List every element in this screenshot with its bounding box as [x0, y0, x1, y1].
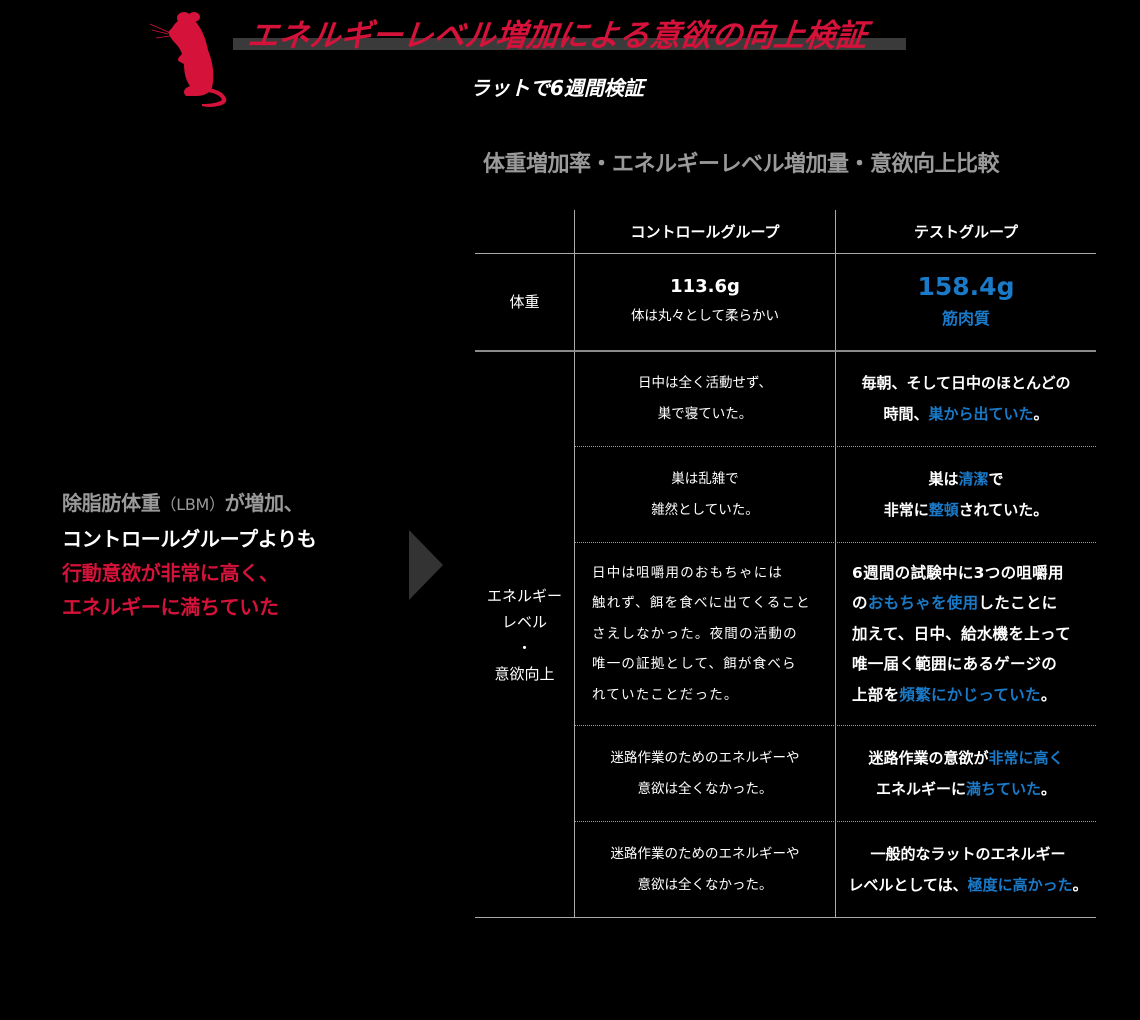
test-weight-cell: 158.4g 筋肉質 [836, 254, 1096, 350]
test-cell-1: 毎朝、そして日中のほとんどの 時間、巣から出ていた。 [836, 352, 1096, 446]
text-segment: されていた。 [958, 500, 1049, 519]
text-line: 巣で寝ていた。 [657, 406, 753, 422]
control-cell-5: 迷路作業のためのエネルギーや 意欲は全くなかった。 [575, 822, 835, 917]
text-segment: 上部を [852, 685, 900, 704]
row-label-energy-line: エネルギー [486, 586, 562, 605]
control-cell-2: 巣は乱雑で 雑然としていた。 [575, 447, 835, 542]
control-cell-1: 日中は全く活動せず、 巣で寝ていた。 [575, 352, 835, 446]
text-segment: 。 [1072, 875, 1088, 894]
row-label-energy-line: レベル [501, 612, 547, 631]
column-header-test: テストグループ [913, 223, 1019, 241]
column-header-control: コントロールグループ [630, 223, 780, 241]
table-row-divider [575, 725, 1096, 726]
control-cell-4: 迷路作業のためのエネルギーや 意欲は全くなかった。 [575, 726, 835, 821]
highlight-text: 満ちていた [965, 779, 1041, 798]
text-line: 時間、巣から出ていた。 [883, 399, 1048, 430]
highlight-text: 非常に高く [988, 748, 1064, 767]
text-line: 迷路作業のためのエネルギーや [610, 845, 800, 862]
text-segment: レベルとしては、 [848, 875, 968, 894]
row-label-energy-line: 意欲向上 [494, 664, 555, 683]
test-cell-2: 巣は清潔で 非常に整頓されていた。 [836, 447, 1096, 542]
text-segment: で [988, 469, 1004, 488]
rat-icon [149, 12, 227, 107]
table-row-divider [575, 821, 1096, 822]
summary-line-1-pre: 除脂肪体重 [62, 491, 161, 515]
test-cell-5: 一般的なラットのエネルギー レベルとしては、極度に高かった。 [836, 822, 1100, 917]
text-segment: エネルギーに [875, 779, 966, 798]
text-line: 巣は乱雑で [671, 470, 739, 487]
text-line: エネルギーに満ちていた。 [876, 774, 1056, 805]
control-weight-cell: 113.6g 体は丸々として柔らかい [575, 254, 835, 350]
text-line: 迷路作業のためのエネルギーや [610, 749, 800, 766]
table-header-divider [475, 253, 1096, 254]
text-line: 意欲は全くなかった。 [637, 876, 773, 893]
control-weight-value: 113.6g [670, 275, 740, 297]
table-row-divider [575, 542, 1096, 543]
text-line: 唯一届く範囲にあるゲージの [852, 655, 1058, 674]
test-cell-3: 6週間の試験中に3つの咀嚼用 のおもちゃを使用したことに 加えて、日中、給水機を… [852, 543, 1096, 725]
text-line: さえしなかった。夜間の活動の [592, 625, 798, 642]
text-line: 日中は全く活動せず、 [637, 375, 773, 391]
summary-line-1-post: が増加、 [224, 491, 304, 515]
highlight-text: おもちゃを使用 [867, 594, 979, 613]
arrow-right-icon [409, 530, 443, 600]
summary-line-1: 除脂肪体重（LBM）が増加、 [62, 486, 317, 522]
summary-line-2: コントロールグループよりも [62, 527, 317, 551]
page-title: エネルギーレベル増加による意欲の向上検証 [245, 18, 869, 54]
text-segment: の [852, 594, 868, 613]
text-line: レベルとしては、極度に高かった。 [848, 870, 1087, 901]
text-line: 巣は清潔で [928, 464, 1003, 495]
test-cell-4: 迷路作業の意欲が非常に高く エネルギーに満ちていた。 [836, 726, 1096, 821]
text-line: 加えて、日中、給水機を上って [852, 624, 1071, 643]
text-segment: 時間、 [883, 405, 929, 423]
text-segment: したことに [978, 594, 1058, 613]
title-underline-bar [233, 38, 906, 50]
summary-line-1-abbr: （LBM） [160, 495, 226, 514]
section-title: 体重増加率・エネルギーレベル増加量・意欲向上比較 [483, 152, 1000, 177]
row-label-weight: 体重 [509, 293, 540, 311]
highlight-text: 清潔 [958, 469, 989, 488]
text-segment: 。 [1041, 779, 1057, 798]
text-segment: 。 [1040, 685, 1057, 704]
highlight-text: 頻繁にかじっていた [899, 685, 1041, 704]
text-segment: 巣は [928, 469, 959, 488]
text-segment: 迷路作業の意欲が [868, 748, 989, 767]
text-line: 触れず、餌を食べに出てくること [592, 595, 811, 612]
text-line: 上部を頻繁にかじっていた。 [852, 680, 1057, 711]
text-line: 唯一の証拠として、餌が食べら [592, 656, 797, 673]
summary-line-3: 行動意欲が非常に高く、 [62, 561, 279, 585]
text-segment: 非常に [883, 500, 929, 519]
page-subtitle: ラットで6週間検証 [470, 76, 644, 100]
test-weight-note: 筋肉質 [941, 309, 990, 328]
text-line: れていたことだった。 [592, 686, 739, 703]
text-line: のおもちゃを使用したことに [852, 588, 1057, 619]
table-row-divider [575, 446, 1096, 447]
text-line: 雑然としていた。 [651, 501, 759, 518]
control-weight-note: 体は丸々として柔らかい [630, 307, 780, 324]
text-line: 一般的なラットのエネルギー [870, 844, 1066, 863]
text-line: 日中は咀嚼用のおもちゃには [592, 564, 784, 581]
test-weight-value: 158.4g [917, 272, 1015, 301]
highlight-text: 極度に高かった [967, 875, 1073, 894]
summary-line-4: エネルギーに満ちていた [62, 595, 279, 619]
highlight-text: 巣から出ていた [928, 405, 1034, 423]
text-line: 意欲は全くなかった。 [637, 780, 773, 797]
text-line: 毎朝、そして日中のほとんどの [861, 374, 1071, 392]
text-segment: 。 [1033, 405, 1049, 423]
table-divider-vertical-2 [835, 210, 836, 917]
text-line: 6週間の試験中に3つの咀嚼用 [852, 563, 1064, 582]
table-bottom-border [475, 917, 1096, 918]
highlight-text: 整頓 [928, 500, 959, 519]
row-label-energy: エネルギー レベル ・ 意欲向上 [475, 352, 574, 917]
control-cell-3: 日中は咀嚼用のおもちゃには 触れず、餌を食べに出てくること さえしなかった。夜間… [592, 543, 832, 725]
table-weight-divider [475, 350, 1096, 352]
text-line: 迷路作業の意欲が非常に高く [868, 743, 1063, 774]
row-label-energy-line: ・ [516, 638, 532, 657]
text-line: 非常に整頓されていた。 [884, 495, 1049, 526]
summary-text: 除脂肪体重（LBM）が増加、 コントロールグループよりも 行動意欲が非常に高く、… [62, 486, 317, 624]
table-divider-vertical-1 [574, 210, 575, 917]
